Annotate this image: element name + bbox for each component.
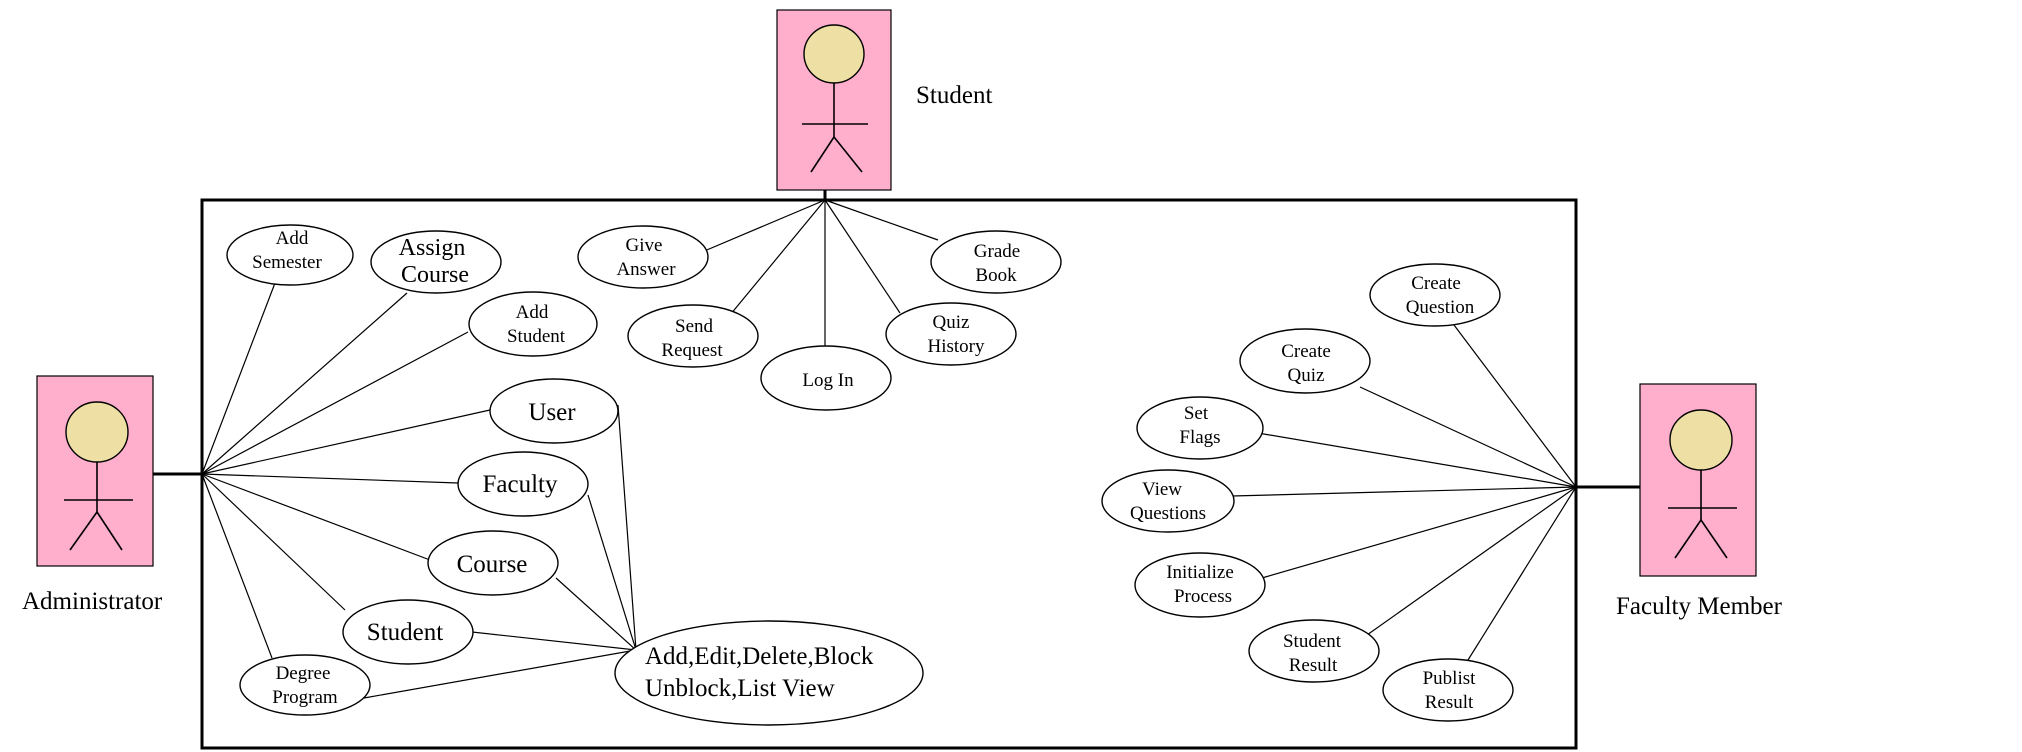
svg-text:Result: Result [1289, 655, 1338, 676]
faculty-actor-label: Faculty Member [1616, 593, 1783, 620]
assoc-add-student [201, 331, 469, 475]
assoc-initialize-process [1261, 486, 1577, 579]
admin-associations [201, 282, 491, 659]
crud-associations [363, 404, 637, 699]
svg-text:View: View [1142, 479, 1182, 500]
actor-head-icon [803, 24, 865, 84]
svg-text:Program: Program [272, 687, 338, 708]
assoc-user-crud [617, 404, 637, 651]
svg-text:Questions: Questions [1130, 503, 1206, 524]
use-case-student-result: Student Result [1248, 619, 1380, 683]
use-case-student: Student [342, 599, 474, 665]
svg-text:Unblock,List View: Unblock,List View [645, 675, 835, 702]
svg-text:Assign: Assign [399, 235, 466, 261]
assoc-create-quiz [1359, 386, 1577, 488]
use-case-course: Course [427, 530, 559, 596]
assoc-publist-result [1467, 486, 1577, 661]
svg-text:Question: Question [1406, 297, 1475, 318]
svg-text:Add: Add [516, 302, 549, 323]
use-case-initialize-process: Initialize Process [1134, 552, 1266, 618]
administrator-actor-label: Administrator [22, 588, 163, 615]
use-case-log-in: Log In [760, 345, 892, 411]
student-associations [701, 199, 939, 348]
svg-text:Create: Create [1281, 341, 1331, 362]
svg-text:Result: Result [1425, 692, 1474, 713]
assoc-course [201, 473, 431, 561]
svg-text:Course: Course [401, 262, 469, 288]
use-case-publist-result: Publist Result [1382, 658, 1514, 722]
svg-text:Course: Course [457, 551, 528, 578]
svg-text:Add: Add [276, 228, 309, 249]
svg-text:Book: Book [975, 265, 1017, 286]
faculty-associations [1231, 324, 1577, 661]
svg-text:Send: Send [675, 316, 714, 337]
faculty-actor: Faculty Member [1616, 383, 1783, 620]
assoc-faculty-crud [587, 494, 637, 651]
svg-text:Flags: Flags [1179, 427, 1220, 448]
use-case-create-quiz: Create Quiz [1239, 328, 1371, 394]
svg-text:Degree: Degree [276, 663, 331, 684]
use-case-faculty: Faculty [457, 451, 589, 517]
actor-head-icon [1669, 409, 1733, 471]
svg-text:Give: Give [626, 235, 663, 256]
assoc-faculty [201, 473, 459, 484]
svg-text:Answer: Answer [616, 259, 676, 280]
assoc-student [201, 473, 346, 611]
use-case-view-questions: View Questions [1101, 469, 1235, 533]
use-case-assign-course: Assign Course [370, 230, 502, 294]
svg-text:Quiz: Quiz [1288, 365, 1325, 386]
svg-text:History: History [928, 336, 986, 357]
use-case-set-flags: Set Flags [1136, 396, 1264, 460]
assoc-give-answer [701, 199, 826, 253]
assoc-student-crud [471, 631, 637, 651]
assoc-student-result [1366, 486, 1577, 636]
svg-text:Initialize: Initialize [1166, 562, 1234, 583]
svg-text:Semester: Semester [252, 252, 322, 273]
svg-text:Create: Create [1411, 273, 1461, 294]
assoc-view-questions [1231, 486, 1577, 497]
svg-text:Quiz: Quiz [933, 312, 970, 333]
administrator-actor: Administrator [22, 375, 163, 615]
assoc-degree-crud [363, 649, 637, 699]
assoc-grade-book [824, 199, 939, 241]
assoc-degree-program [201, 473, 273, 659]
svg-text:Process: Process [1174, 586, 1232, 607]
assoc-send-request [729, 199, 826, 316]
assoc-add-semester [201, 282, 276, 475]
assoc-course-crud [555, 577, 637, 651]
use-case-add-semester: Add Semester [226, 224, 354, 286]
use-case-send-request: Send Request [627, 304, 759, 368]
svg-text:Add,Edit,Delete,Block: Add,Edit,Delete,Block [645, 643, 874, 670]
svg-text:Student: Student [1283, 631, 1342, 652]
assoc-assign-course [201, 292, 408, 475]
student-actor-label: Student [916, 82, 992, 109]
use-case-quiz-history: Quiz History [885, 302, 1017, 366]
svg-text:Log In: Log In [802, 370, 854, 391]
use-case-create-question: Create Question [1369, 263, 1501, 327]
use-case-user: User [489, 378, 619, 444]
use-case-give-answer: Give Answer [577, 225, 709, 289]
use-case-crud: Add,Edit,Delete,Block Unblock,List View [614, 620, 924, 726]
assoc-user [201, 409, 491, 475]
svg-text:Request: Request [661, 340, 723, 361]
actor-head-icon [65, 401, 129, 463]
assoc-quiz-history [824, 199, 901, 314]
svg-text:Student: Student [367, 619, 443, 646]
assoc-set-flags [1257, 432, 1577, 488]
student-actor: Student [776, 9, 992, 191]
svg-text:Grade: Grade [974, 241, 1020, 262]
svg-text:Set: Set [1184, 403, 1209, 424]
svg-text:Student: Student [507, 326, 566, 347]
use-case-add-student: Add Student [468, 291, 598, 357]
svg-text:Faculty: Faculty [483, 471, 558, 498]
use-case-grade-book: Grade Book [930, 230, 1062, 294]
svg-text:Publist: Publist [1423, 668, 1477, 689]
assoc-create-question [1453, 324, 1577, 488]
use-case-degree-program: Degree Program [239, 654, 371, 716]
svg-text:User: User [528, 399, 576, 426]
